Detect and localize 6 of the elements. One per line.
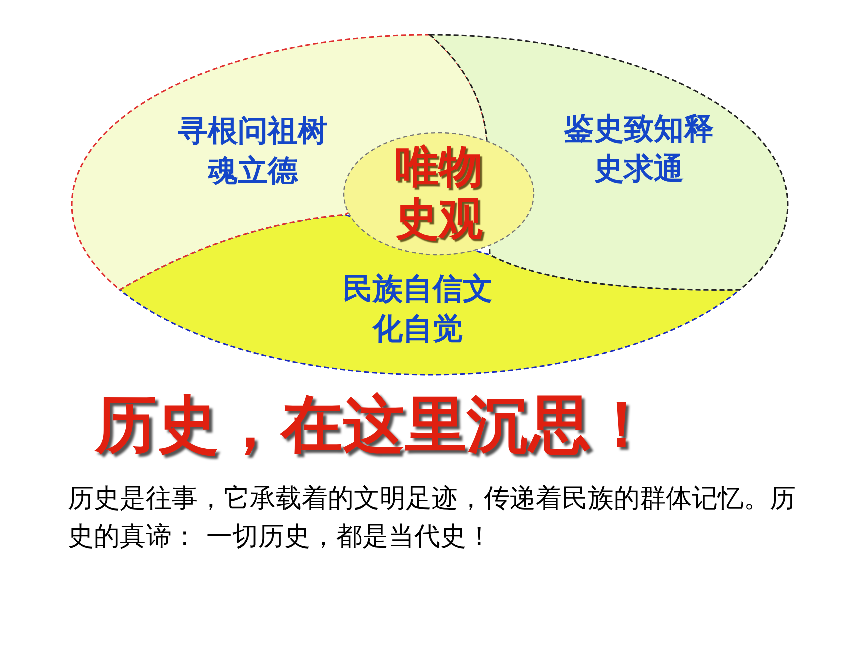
core-label: 唯物史观: [394, 142, 484, 246]
region-label: 民族自信文化自觉: [343, 271, 493, 349]
region-label: 鉴史致知释史求通: [564, 111, 714, 189]
caption-paragraph: 历史是往事，它承载着的文明足迹，传递着民族的群体记忆。历史的真谛： 一切历史，都是当代史！: [68, 483, 797, 554]
region-label: 寻根问祖树魂立德: [178, 113, 328, 191]
heading: 历史，在这里沉思！: [95, 388, 653, 462]
